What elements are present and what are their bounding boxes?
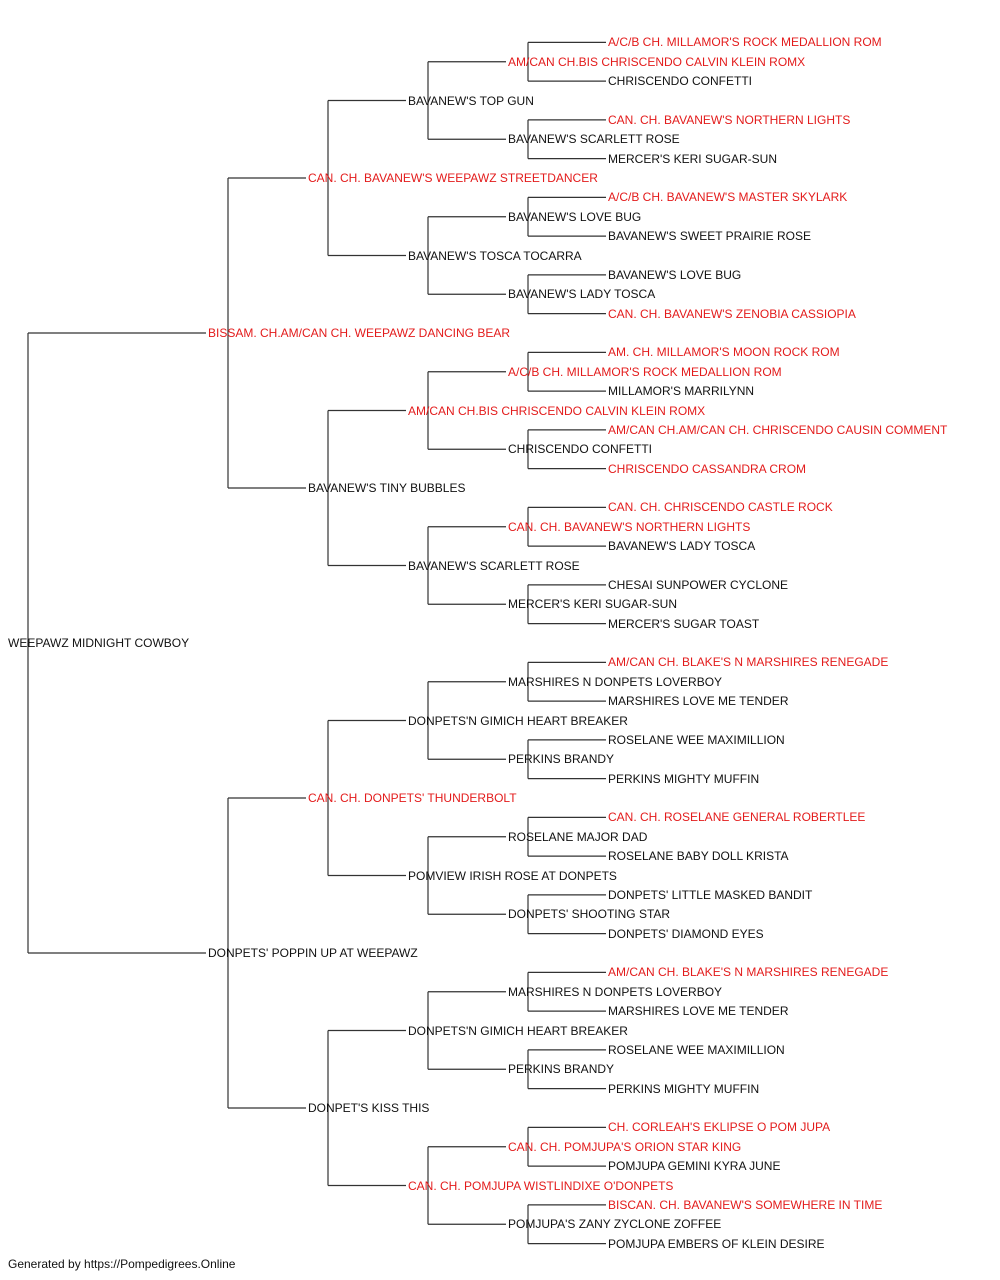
ancestor-d-s-d-d-s: DONPETS' LITTLE MASKED BANDIT bbox=[608, 887, 813, 902]
ancestor-s-d-s: AM/CAN CH.BIS CHRISCENDO CALVIN KLEIN RO… bbox=[408, 403, 706, 418]
ancestor-s-s-d-d: BAVANEW'S LADY TOSCA bbox=[508, 287, 656, 302]
ancestor-d-d: DONPET'S KISS THIS bbox=[308, 1101, 430, 1115]
ancestor-d-d-d-d: POMJUPA'S ZANY ZYCLONE ZOFFEE bbox=[508, 1217, 722, 1232]
ancestor-s-s: CAN. CH. BAVANEW'S WEEPAWZ STREETDANCER bbox=[308, 171, 598, 185]
footer-credit: Generated by https://Pompedigrees.Online bbox=[8, 1257, 236, 1271]
ancestor-d-s-d-d: DONPETS' SHOOTING STAR bbox=[508, 907, 671, 922]
ancestor-s-s-d: BAVANEW'S TOSCA TOCARRA bbox=[408, 248, 582, 263]
ancestor-s-s-s-s: AM/CAN CH.BIS CHRISCENDO CALVIN KLEIN RO… bbox=[508, 54, 806, 69]
ancestor-d-s-d: POMVIEW IRISH ROSE AT DONPETS bbox=[408, 868, 617, 883]
ancestor-d-d-s-d-s: ROSELANE WEE MAXIMILLION bbox=[608, 1042, 785, 1057]
ancestor-d-s-s-d-s: ROSELANE WEE MAXIMILLION bbox=[608, 732, 785, 747]
ancestor-s-d-d-s-d: BAVANEW'S LADY TOSCA bbox=[608, 539, 756, 554]
ancestor-d-s: CAN. CH. DONPETS' THUNDERBOLT bbox=[308, 791, 517, 805]
ancestor-s-d-s-d-s: AM/CAN CH.AM/CAN CH. CHRISCENDO CAUSIN C… bbox=[608, 422, 948, 437]
ancestor-s-s-d-d-s: BAVANEW'S LOVE BUG bbox=[608, 267, 742, 282]
ancestor-d-d-s-d: PERKINS BRANDY bbox=[508, 1062, 615, 1077]
ancestor-d-d-s: DONPETS'N GIMICH HEART BREAKER bbox=[408, 1023, 628, 1038]
ancestor-s-s-s-d: BAVANEW'S SCARLETT ROSE bbox=[508, 132, 680, 147]
ancestor-s-d-d-s: CAN. CH. BAVANEW'S NORTHERN LIGHTS bbox=[508, 519, 751, 534]
ancestor-d-s-s: DONPETS'N GIMICH HEART BREAKER bbox=[408, 713, 628, 728]
ancestor-d-s-d-s: ROSELANE MAJOR DAD bbox=[508, 829, 648, 844]
ancestor-d-s-d-d-d: DONPETS' DIAMOND EYES bbox=[608, 926, 764, 941]
ancestor-s-s-d-s-d: BAVANEW'S SWEET PRAIRIE ROSE bbox=[608, 229, 811, 244]
ancestor-s-d-s-d-d: CHRISCENDO CASSANDRA CROM bbox=[608, 461, 807, 476]
ancestor-d-d-s-s-d: MARSHIRES LOVE ME TENDER bbox=[608, 1004, 789, 1019]
ancestor-s-s-d-s: BAVANEW'S LOVE BUG bbox=[508, 209, 642, 224]
ancestor-d-d-d: CAN. CH. POMJUPA WISTLINDIXE O'DONPETS bbox=[408, 1178, 674, 1193]
ancestor-d-d-s-d-d: PERKINS MIGHTY MUFFIN bbox=[608, 1081, 760, 1096]
ancestor-d-s-s-s: MARSHIRES N DONPETS LOVERBOY bbox=[508, 674, 723, 689]
ancestor-d-s-d-s-d: ROSELANE BABY DOLL KRISTA bbox=[608, 849, 789, 864]
ancestor-s: BISSAM. CH.AM/CAN CH. WEEPAWZ DANCING BE… bbox=[208, 326, 511, 340]
ancestor-s-d-d-d-s: CHESAI SUNPOWER CYCLONE bbox=[608, 577, 789, 592]
ancestor-d-d-d-d-s: BISCAN. CH. BAVANEW'S SOMEWHERE IN TIME bbox=[608, 1197, 883, 1212]
ancestor-s-d-d-s-s: CAN. CH. CHRISCENDO CASTLE ROCK bbox=[608, 500, 833, 515]
ancestor-s-d-d-d: MERCER'S KERI SUGAR-SUN bbox=[508, 597, 677, 612]
ancestor-s-d-s-s: A/C/B CH. MILLAMOR'S ROCK MEDALLION ROM bbox=[508, 364, 782, 379]
ancestor-s-s-s: BAVANEW'S TOP GUN bbox=[408, 93, 534, 108]
ancestor-d-s-s-s-d: MARSHIRES LOVE ME TENDER bbox=[608, 694, 789, 709]
ancestor-s-d-s-d: CHRISCENDO CONFETTI bbox=[508, 442, 652, 457]
ancestor-s-d-d: BAVANEW'S SCARLETT ROSE bbox=[408, 558, 580, 573]
ancestor-s-s-d-d-d: CAN. CH. BAVANEW'S ZENOBIA CASSIOPIA bbox=[608, 306, 856, 321]
ancestor-d-s-s-s-s: AM/CAN CH. BLAKE'S N MARSHIRES RENEGADE bbox=[608, 655, 889, 670]
ancestor-d-s-s-d-d: PERKINS MIGHTY MUFFIN bbox=[608, 771, 760, 786]
ancestor-d-d-s-s-s: AM/CAN CH. BLAKE'S N MARSHIRES RENEGADE bbox=[608, 965, 889, 980]
ancestor-d-s-d-s-s: CAN. CH. ROSELANE GENERAL ROBERTLEE bbox=[608, 810, 866, 825]
ancestor-d-d-s-s: MARSHIRES N DONPETS LOVERBOY bbox=[508, 984, 723, 999]
ancestor-s-s-s-s-s: A/C/B CH. MILLAMOR'S ROCK MEDALLION ROM bbox=[608, 35, 882, 50]
ancestor-d-d-d-s: CAN. CH. POMJUPA'S ORION STAR KING bbox=[508, 1139, 742, 1154]
ancestor-d-d-d-s-d: POMJUPA GEMINI KYRA JUNE bbox=[608, 1159, 781, 1174]
ancestor-d: DONPETS' POPPIN UP AT WEEPAWZ bbox=[208, 946, 418, 960]
ancestor-s-s-s-d-d: MERCER'S KERI SUGAR-SUN bbox=[608, 151, 777, 166]
ancestor-s-d-s-s-d: MILLAMOR'S MARRILYNN bbox=[608, 384, 755, 399]
ancestor-s-d-s-s-s: AM. CH. MILLAMOR'S MOON ROCK ROM bbox=[608, 345, 840, 360]
ancestor-s-d: BAVANEW'S TINY BUBBLES bbox=[308, 481, 466, 495]
ancestor-d-d-d-s-s: CH. CORLEAH'S EKLIPSE O POM JUPA bbox=[608, 1120, 831, 1135]
subject-dog-name: WEEPAWZ MIDNIGHT COWBOY bbox=[8, 636, 190, 650]
ancestor-s-d-d-d-d: MERCER'S SUGAR TOAST bbox=[608, 616, 760, 631]
ancestor-d-s-s-d: PERKINS BRANDY bbox=[508, 752, 615, 767]
ancestor-s-s-s-s-d: CHRISCENDO CONFETTI bbox=[608, 74, 752, 89]
ancestor-s-s-s-d-s: CAN. CH. BAVANEW'S NORTHERN LIGHTS bbox=[608, 112, 851, 127]
ancestor-d-d-d-d-d: POMJUPA EMBERS OF KLEIN DESIRE bbox=[608, 1236, 825, 1251]
ancestor-s-s-d-s-s: A/C/B CH. BAVANEW'S MASTER SKYLARK bbox=[608, 190, 848, 205]
